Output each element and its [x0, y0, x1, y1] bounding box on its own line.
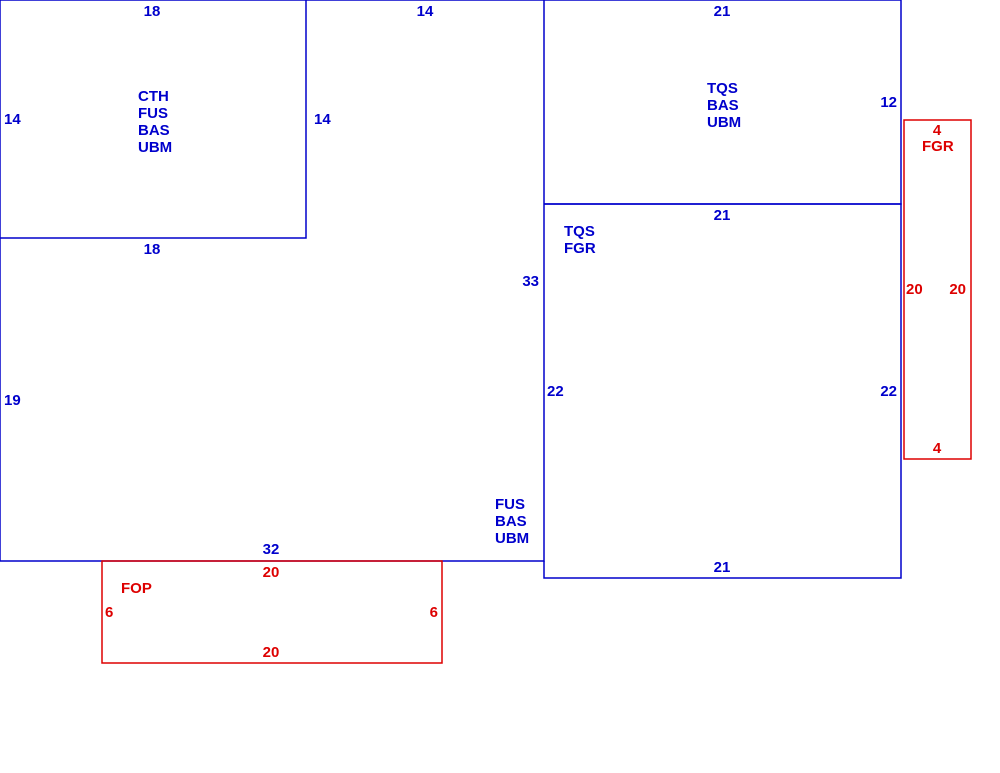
area-label: UBM [495, 530, 529, 547]
area-label: FUS [138, 105, 168, 122]
dimension-label: 6 [430, 604, 438, 621]
dimension-label: 18 [144, 241, 161, 258]
upper-left-room: CTH FUS BAS UBM 18 14 18 14 [4, 3, 331, 258]
area-label: BAS [138, 122, 170, 139]
dimension-label: 12 [880, 94, 897, 111]
main-l-shape-outline [0, 0, 545, 562]
dimension-label: 6 [105, 604, 113, 621]
additions-outline [101, 119, 972, 664]
right-side-addition-outline [903, 119, 972, 460]
area-label: TQS [707, 80, 738, 97]
dimension-label: 33 [522, 273, 539, 290]
dimension-label: 20 [263, 564, 280, 581]
bottom-addition: FOP 20 6 20 6 [105, 564, 438, 661]
main-l-shape: FUS BAS UBM 14 33 32 19 [4, 3, 539, 558]
dimension-label: 22 [880, 383, 897, 400]
dimension-label: 32 [263, 541, 280, 558]
main-structure-outline [0, 0, 902, 579]
dimension-label: 14 [417, 3, 434, 20]
right-lower-room-outline [543, 203, 902, 579]
bottom-addition-outline [101, 560, 443, 664]
dimension-label: 14 [4, 111, 21, 128]
area-label: FGR [922, 138, 954, 155]
dimension-label: 20 [949, 281, 966, 298]
dimension-label: 22 [547, 383, 564, 400]
area-label: BAS [495, 513, 527, 530]
dimension-label: 4 [933, 122, 942, 139]
area-label: UBM [138, 139, 172, 156]
area-label: FUS [495, 496, 525, 513]
upper-left-room-outline [0, 0, 307, 239]
dimension-label: 4 [933, 440, 942, 457]
right-lower-room: TQS FGR 21 22 21 22 [547, 207, 897, 576]
area-label: CTH [138, 88, 169, 105]
area-label: BAS [707, 97, 739, 114]
area-label: FOP [121, 580, 152, 597]
dimension-label: 20 [263, 644, 280, 661]
dimension-label: 19 [4, 392, 21, 409]
dimension-label: 21 [714, 3, 731, 20]
area-label: TQS [564, 223, 595, 240]
area-label: FGR [564, 240, 596, 257]
area-label: UBM [707, 114, 741, 131]
right-side-addition: FGR 4 20 4 20 [906, 122, 966, 457]
upper-right-room: TQS BAS UBM 21 12 [707, 3, 897, 131]
dimension-label: 14 [314, 111, 331, 128]
dimension-label: 21 [714, 559, 731, 576]
dimension-label: 18 [144, 3, 161, 20]
dimension-label: 20 [906, 281, 923, 298]
dimension-label: 21 [714, 207, 731, 224]
